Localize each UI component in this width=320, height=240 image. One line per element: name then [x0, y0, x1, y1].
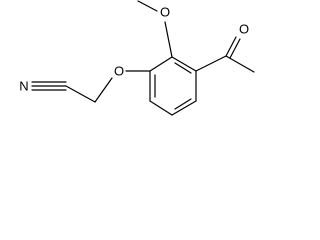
ring-bond-1	[149, 56, 173, 72]
benzene-ring	[149, 56, 197, 116]
methoxy-bond-o-ch3	[137, 0, 158, 12]
ether-bond-o-ch2	[94, 77, 113, 103]
ring-double-bond-1	[174, 62, 192, 74]
acetyl-bond-c-ch3	[225, 55, 255, 73]
ring-bond-2	[171, 56, 197, 72]
ether-oxygen-label: O	[114, 64, 124, 79]
molecule-structure: O O N O	[19, 0, 255, 116]
acetyl-group: O	[195, 22, 255, 73]
ring-bond-4	[171, 100, 197, 116]
methoxy-group: O	[137, 0, 173, 58]
cyanomethoxy-group: O N	[19, 64, 151, 103]
acetyl-bond-ring-c	[195, 55, 227, 72]
methoxy-bond-ring-o	[164, 21, 173, 58]
acetyl-double-bond-a	[225, 36, 237, 57]
ring-bond-5	[149, 100, 173, 116]
nitrile-nitrogen-label: N	[19, 79, 28, 94]
acetyl-double-bond-b	[229, 38, 241, 59]
methoxy-oxygen-label: O	[160, 5, 170, 20]
ch2-cn-bond	[65, 85, 96, 103]
carbonyl-oxygen-label: O	[239, 22, 249, 37]
ring-double-bond-2	[174, 98, 192, 110]
